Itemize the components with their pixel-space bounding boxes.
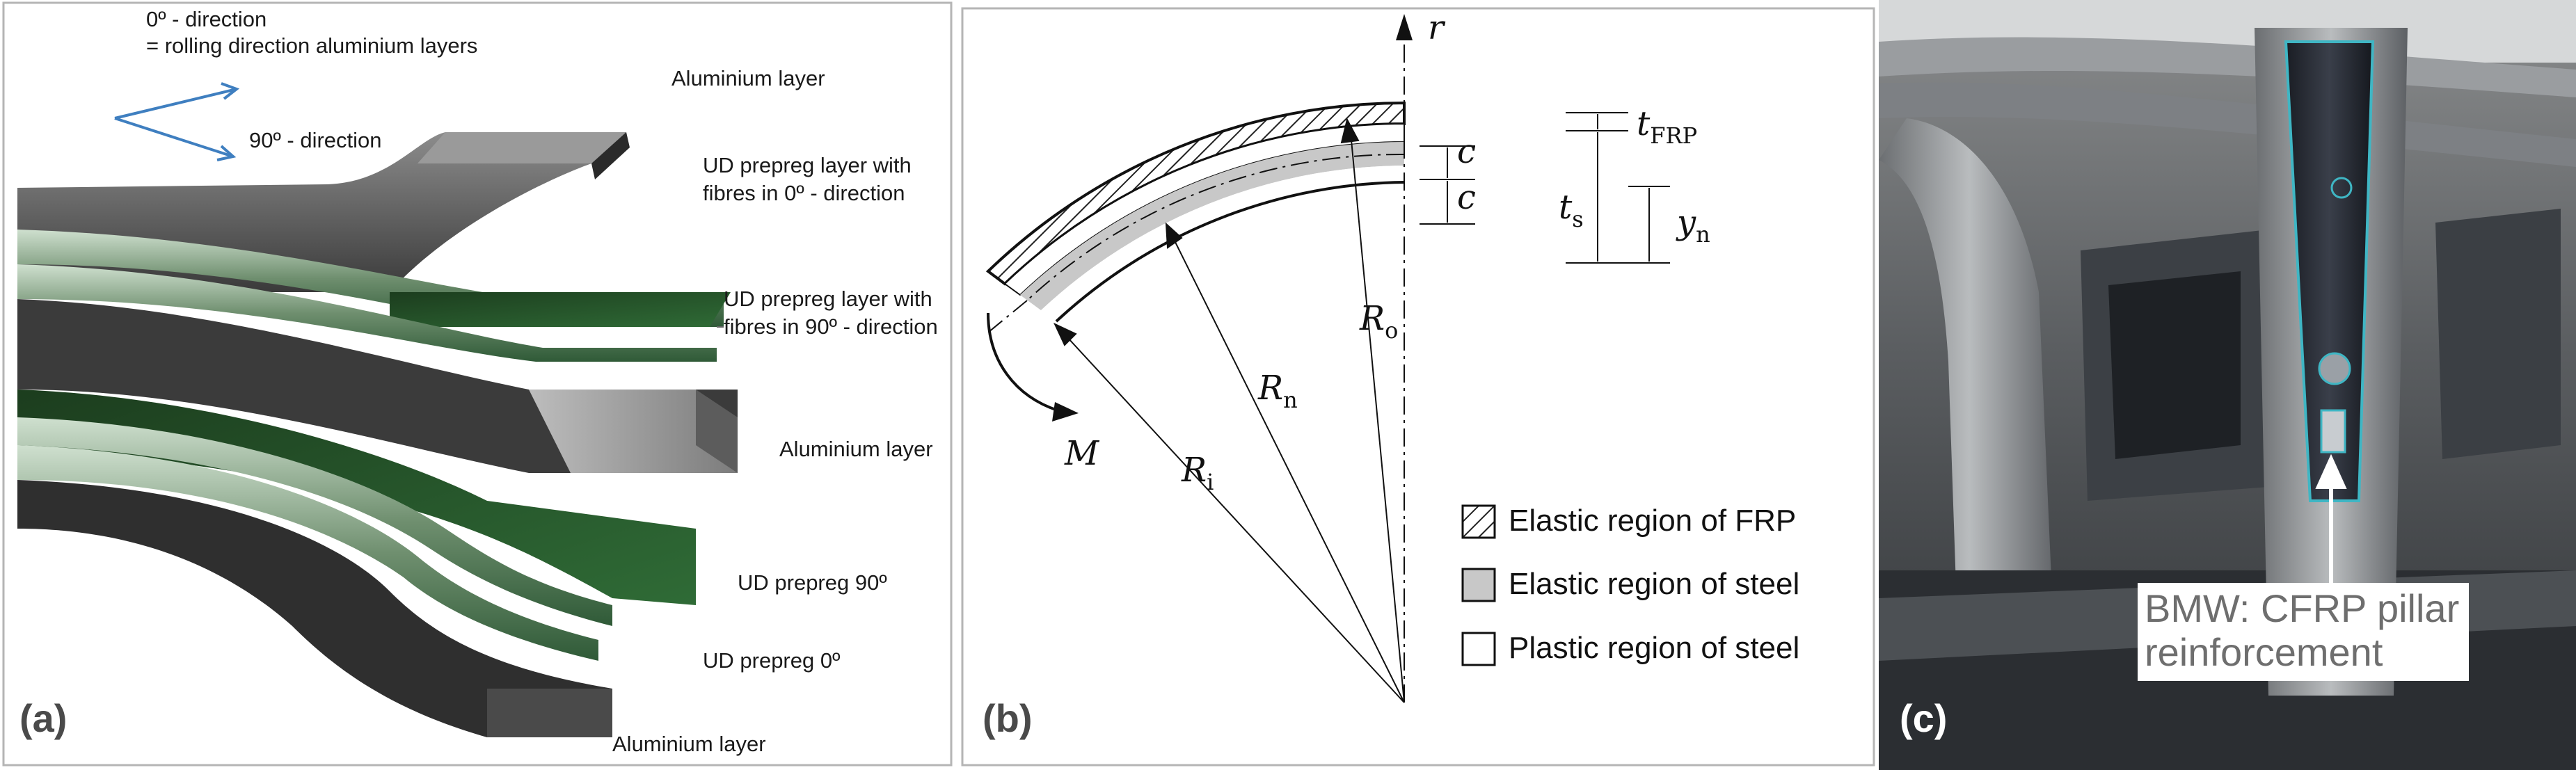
label-ud90-line2: fibres in 90º - direction [724, 314, 938, 339]
symbol-R-n: Rn [1258, 369, 1298, 413]
label-0-direction: 0º - direction [146, 7, 267, 31]
callout-arrow [2315, 454, 2347, 598]
symbol-t-s: ts [1559, 188, 1584, 232]
symbol-R-i: Ri [1182, 451, 1214, 495]
symbol-y-n: yn [1677, 203, 1710, 248]
legend-swatch-frp [1461, 504, 1496, 539]
legend-swatch-plastic-steel [1461, 632, 1496, 666]
bending-cross-section [961, 7, 1875, 767]
elastic-steel-region [1020, 142, 1404, 310]
label-ud90-line1: UD prepreg layer with [724, 287, 932, 311]
label-ud0-line2: fibres in 0º - direction [703, 181, 905, 205]
label-aluminium-bottom: Aluminium layer [612, 732, 766, 756]
photo-callout: BMW: CFRP pillar reinforcement [2138, 583, 2470, 682]
panel-a-tag: (a) [19, 696, 67, 740]
symbol-r: r [1428, 8, 1444, 47]
panel-c-photo: BMW: CFRP pillar reinforcement (c) [1879, 0, 2576, 770]
callout-line-1: BMW: CFRP pillar [2145, 586, 2460, 630]
direction-arrows [114, 82, 240, 161]
legend-label-frp: Elastic region of FRP [1509, 504, 1797, 538]
label-ud-prepreg-0: UD prepreg 0º [703, 648, 841, 673]
symbol-R-o: Ro [1360, 299, 1399, 344]
cfrp-reinforcement [2284, 40, 2375, 502]
dimension-marks [1420, 112, 1670, 264]
symbol-c-bottom: c [1457, 178, 1476, 217]
label-ud-prepreg-90: UD prepreg 90º [738, 570, 887, 595]
legend-label-elastic-steel: Elastic region of steel [1509, 567, 1800, 601]
prepreg-90-layer [17, 264, 717, 362]
symbol-c-top: c [1457, 132, 1476, 171]
panel-a-frame [2, 1, 953, 767]
legend-label-plastic-steel: Plastic region of steel [1509, 631, 1800, 665]
label-ud0-line1: UD prepreg layer with [703, 153, 912, 177]
plastic-region-inner [1041, 166, 1404, 321]
aluminium-layer-bottom [17, 480, 612, 737]
symbol-M: M [1065, 434, 1099, 473]
panel-a-layup-diagram: 0º - direction = rolling direction alumi… [0, 0, 960, 770]
symbol-t-frp: tFRP [1637, 104, 1698, 149]
panel-b-frame [961, 7, 1875, 767]
label-90-direction: 90º - direction [249, 128, 382, 152]
radius-arrows [1053, 118, 1405, 703]
label-aluminium-top: Aluminium layer [671, 66, 825, 90]
panel-b-bending-diagram: r tFRP c c ts yn Ro Rn Ri M Elastic regi… [960, 0, 1879, 770]
panel-b-tag: (b) [983, 696, 1033, 740]
label-aluminium-middle: Aluminium layer [779, 437, 933, 461]
legend-swatch-elastic-steel [1461, 568, 1496, 602]
callout-line-2: reinforcement [2145, 629, 2383, 674]
label-rolling-direction: = rolling direction aluminium layers [146, 33, 478, 58]
panel-c-tag: (c) [1900, 696, 1948, 740]
prepreg-0-lower [17, 445, 598, 661]
layup-illustration [2, 1, 953, 767]
